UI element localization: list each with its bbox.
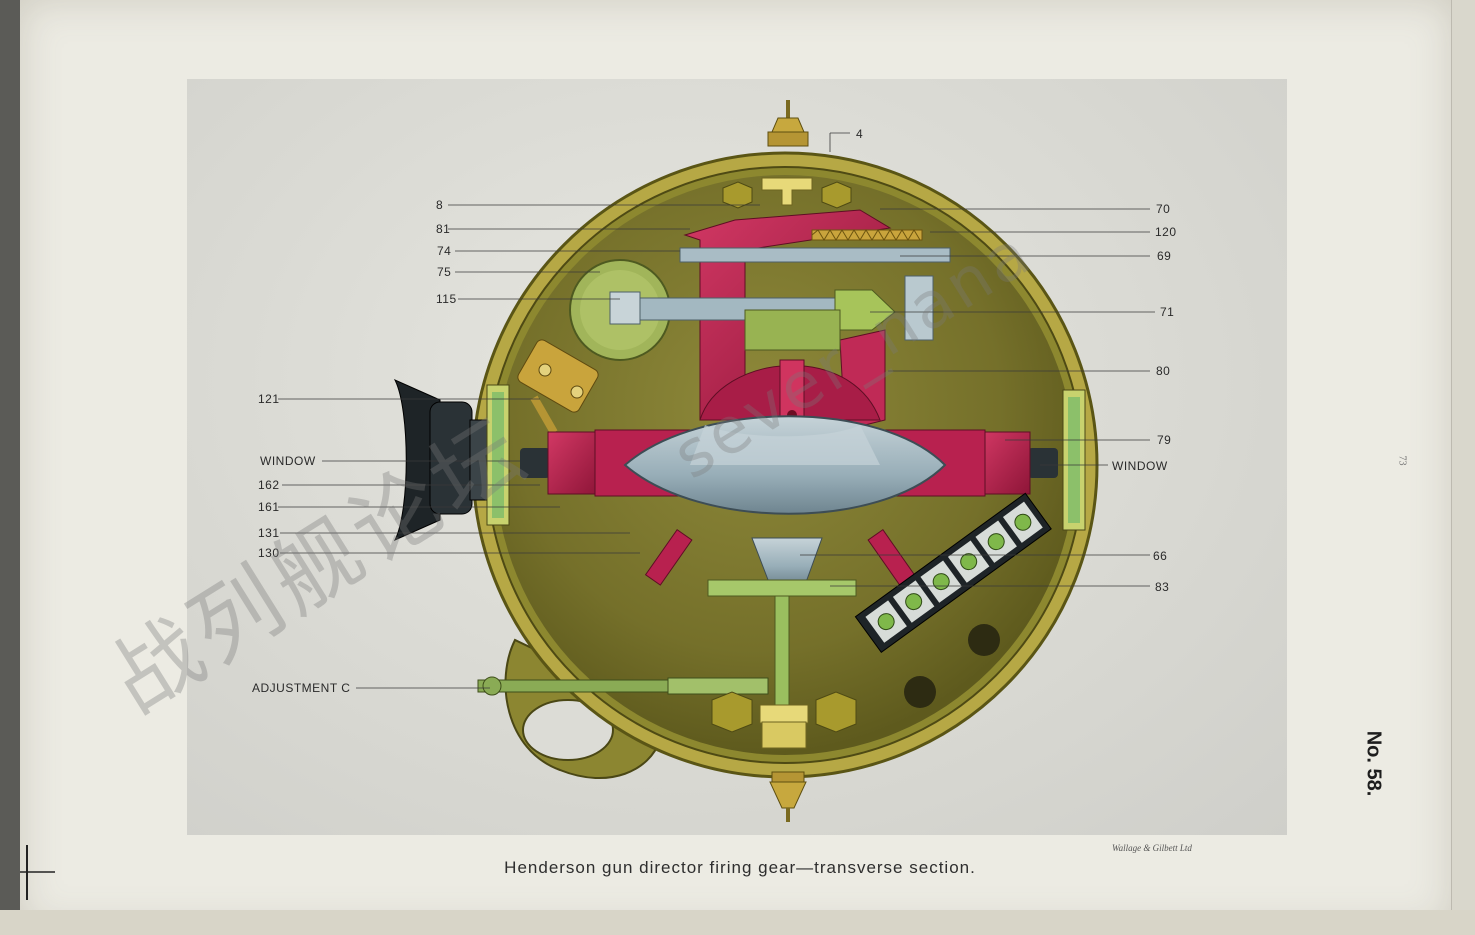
label-115: 115 <box>436 292 457 306</box>
green-bracket <box>707 579 857 749</box>
upper-steel-arm <box>679 247 951 263</box>
label-75: 75 <box>437 265 451 279</box>
leader-lines <box>278 132 1155 689</box>
plate-number: No. 58. <box>1362 730 1385 797</box>
label-131: 131 <box>258 526 280 540</box>
top-t-clamp <box>761 177 813 206</box>
label-81: 81 <box>436 222 450 236</box>
bottom-knob <box>769 771 807 822</box>
figure-caption: Henderson gun director firing gear—trans… <box>504 858 976 877</box>
green-slide <box>744 309 841 351</box>
printer-credit: Wallage & Gilbett Ltd <box>1112 843 1192 853</box>
leg-left <box>644 529 693 586</box>
hex-nut-left <box>722 181 753 209</box>
hex-nut-right <box>821 181 852 209</box>
label-161: 161 <box>258 500 280 514</box>
top-knob <box>767 100 809 147</box>
label-69: 69 <box>1157 249 1171 263</box>
right-window-glass <box>1068 397 1080 523</box>
label-130: 130 <box>258 546 280 560</box>
eyepiece <box>393 378 493 542</box>
label-162: 162 <box>258 478 280 492</box>
page-bottom-edge <box>0 910 1475 935</box>
page-edge <box>1451 0 1475 935</box>
label-adjustment: ADJUSTMENT C <box>252 681 350 695</box>
hex-nut-bottom-left <box>711 691 753 733</box>
label-80: 80 <box>1156 364 1170 378</box>
label-121: 121 <box>258 392 280 406</box>
page-number: 73 <box>1396 455 1408 466</box>
label-83: 83 <box>1155 580 1169 594</box>
casing-hole-1 <box>968 624 1000 656</box>
label-70: 70 <box>1156 202 1170 216</box>
hex-nut-bottom-right <box>815 691 857 733</box>
terminal-blocks <box>854 492 1052 654</box>
label-window-right: WINDOW <box>1112 459 1168 473</box>
label-120: 120 <box>1155 225 1177 239</box>
adjustment-rod <box>477 676 769 696</box>
lug-hole <box>522 699 614 761</box>
casing-hole-2 <box>904 676 936 708</box>
label-4: 4 <box>856 127 863 141</box>
steel-block <box>904 275 934 341</box>
label-window-left: WINDOW <box>260 454 316 468</box>
label-79: 79 <box>1157 433 1171 447</box>
label-71: 71 <box>1160 305 1174 319</box>
spring <box>811 229 923 241</box>
label-74: 74 <box>437 244 451 258</box>
label-8: 8 <box>436 198 443 212</box>
label-66: 66 <box>1153 549 1167 563</box>
left-window-glass <box>492 392 504 518</box>
left-clamp <box>517 339 599 435</box>
